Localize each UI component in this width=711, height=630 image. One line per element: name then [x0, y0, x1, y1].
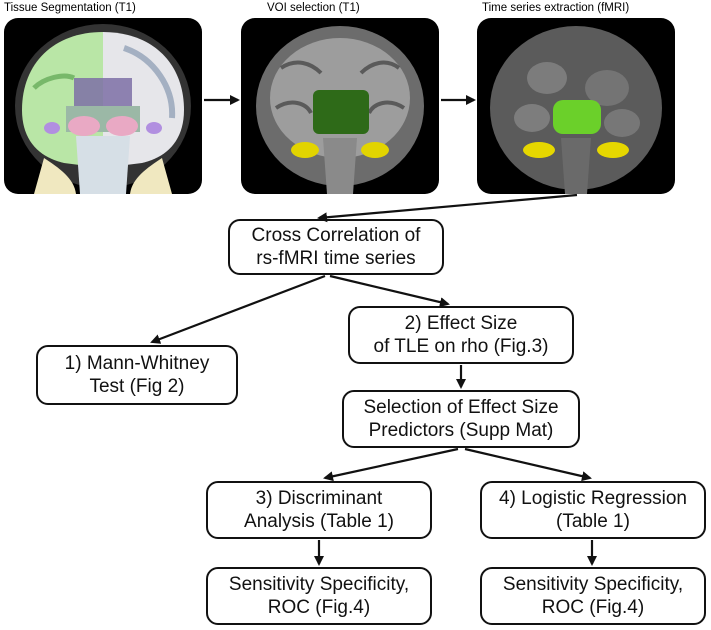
time-series-image — [477, 18, 675, 194]
logistic-regression-box: 4) Logistic Regression (Table 1) — [480, 481, 706, 539]
tissue-segmentation-label: Tissue Segmentation (T1) — [4, 2, 136, 14]
arrow-timeseries-to-crosscorr — [317, 193, 578, 223]
mann-whitney-box: 1) Mann-Whitney Test (Fig 2) — [36, 345, 238, 405]
selection-predictors-box: Selection of Effect Size Predictors (Sup… — [342, 390, 580, 448]
tissue-segmentation-image — [4, 18, 202, 194]
arrow-selection-to-logistic — [464, 447, 592, 482]
discriminant-analysis-box: 3) Discriminant Analysis (Table 1) — [206, 481, 432, 539]
effect-size-box: 2) Effect Size of TLE on rho (Fig.3) — [348, 306, 574, 364]
cross-correlation-text: Cross Correlation of rs-fMRI time series — [251, 224, 421, 269]
effect-size-text: 2) Effect Size of TLE on rho (Fig.3) — [373, 312, 549, 357]
cross-correlation-box: Cross Correlation of rs-fMRI time series — [228, 219, 444, 275]
discriminant-analysis-text: 3) Discriminant Analysis (Table 1) — [244, 487, 394, 532]
sensitivity-specificity-left-box: Sensitivity Specificity, ROC (Fig.4) — [206, 567, 432, 625]
voi-selection-image — [241, 18, 439, 194]
mann-whitney-text: 1) Mann-Whitney Test (Fig 2) — [64, 352, 210, 397]
arrow-selection-to-discriminant — [323, 447, 459, 482]
arrow-crosscorr-to-effectsize — [329, 274, 450, 308]
time-series-label: Time series extraction (fMRI) — [482, 2, 630, 14]
logistic-regression-text: 4) Logistic Regression (Table 1) — [499, 487, 687, 532]
sensitivity-specificity-left-text: Sensitivity Specificity, ROC (Fig.4) — [228, 573, 410, 618]
sensitivity-specificity-right-text: Sensitivity Specificity, ROC (Fig.4) — [502, 573, 684, 618]
arrow-crosscorr-to-mannwhitney — [150, 274, 326, 344]
sensitivity-specificity-right-box: Sensitivity Specificity, ROC (Fig.4) — [480, 567, 706, 625]
selection-predictors-text: Selection of Effect Size Predictors (Sup… — [363, 396, 559, 441]
voi-selection-label: VOI selection (T1) — [267, 2, 360, 14]
